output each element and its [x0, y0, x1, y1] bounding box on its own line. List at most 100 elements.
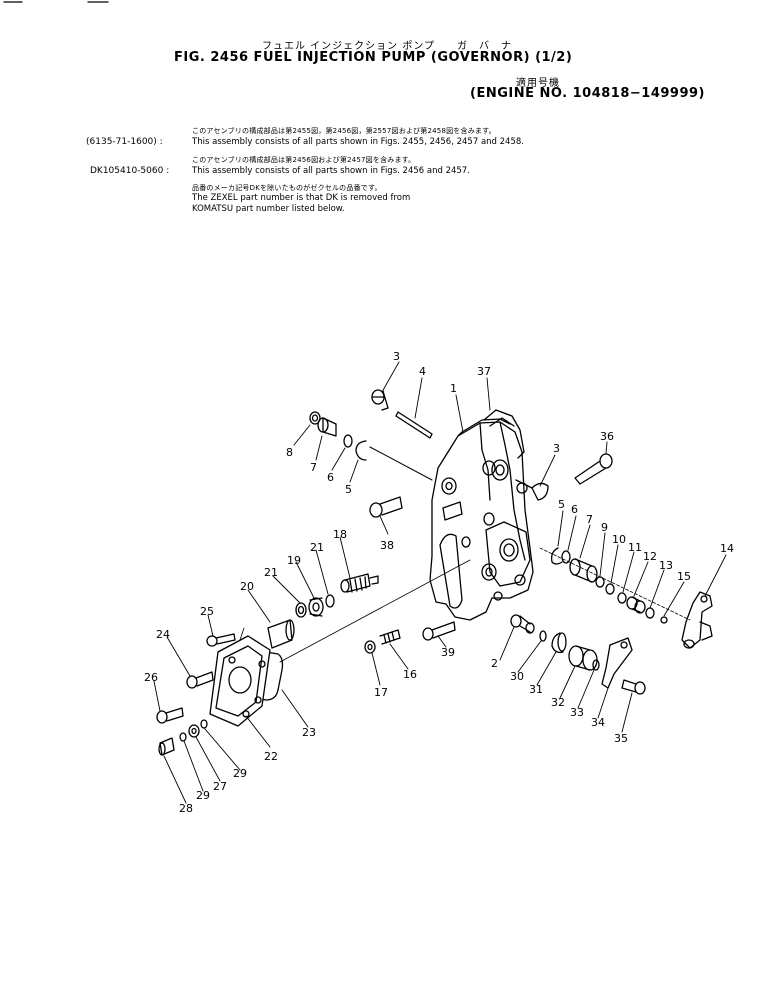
nut-19 — [308, 597, 324, 617]
applicable-label-japanese: 適用号機 — [516, 78, 560, 89]
callout-7-right: 7 — [586, 513, 593, 526]
fitting-7 — [317, 417, 337, 437]
clip-5-right — [550, 547, 563, 565]
callout-31: 31 — [529, 683, 543, 696]
lever-14 — [681, 591, 713, 649]
title-japanese: フュエル インジェクション ポンプ ガ バ ナ — [262, 41, 513, 52]
bolt-35 — [621, 679, 646, 695]
callout-32: 32 — [551, 696, 565, 709]
figure-title: FIG. 2456 FUEL INJECTION PUMP (GOVERNOR)… — [174, 50, 573, 65]
washer-10 — [605, 583, 615, 595]
callout-8: 8 — [286, 446, 293, 459]
callout-9: 9 — [601, 521, 608, 534]
callout-26: 26 — [144, 671, 158, 684]
o-ring-15 — [660, 616, 668, 624]
nut-27 — [188, 724, 200, 738]
clip-31 — [551, 632, 567, 654]
plug-8 — [309, 411, 321, 425]
bolt-26 — [156, 707, 184, 724]
note-1-part-code: (6135-71-1600) : — [86, 137, 163, 147]
nut-17 — [364, 640, 376, 654]
washer-29-lower — [179, 732, 187, 742]
callout-23: 23 — [302, 726, 316, 739]
callout-2: 2 — [491, 657, 498, 670]
washer-6-right — [561, 550, 571, 564]
callout-6-right: 6 — [571, 503, 578, 516]
note-1-japanese: このアセンブリの構成部品は第2455図，第2456図，第2557図および第245… — [192, 127, 496, 135]
clip-5 — [355, 440, 367, 461]
bolt-25 — [206, 633, 236, 647]
callout-39: 39 — [441, 646, 455, 659]
callout-19: 19 — [287, 554, 301, 567]
note-1-text: This assembly consists of all parts show… — [192, 137, 524, 147]
bolt-24 — [186, 671, 214, 689]
bolt-38 — [369, 496, 403, 518]
note-3-text: The ZEXEL part number is that DK is remo… — [192, 193, 411, 214]
engine-range: (ENGINE NO. 104818−149999) — [470, 86, 705, 101]
callout-28: 28 — [179, 802, 193, 815]
callout-38: 38 — [380, 539, 394, 552]
callout-30: 30 — [510, 670, 524, 683]
ring-11 — [617, 592, 627, 604]
callout-4: 4 — [419, 365, 426, 378]
fitting-2 — [510, 614, 535, 634]
callout-18: 18 — [333, 528, 347, 541]
callout-33: 33 — [570, 706, 584, 719]
plug-28 — [158, 737, 175, 756]
washer-29-upper — [200, 719, 208, 729]
callout-35: 35 — [614, 732, 628, 745]
callout-3-top: 3 — [393, 350, 400, 363]
callout-17: 17 — [374, 686, 388, 699]
governor-housing — [429, 409, 534, 621]
callout-1: 1 — [450, 382, 457, 395]
callout-34: 34 — [591, 716, 605, 729]
callout-5-right: 5 — [558, 498, 565, 511]
bolt-3-right — [515, 479, 549, 501]
callout-10: 10 — [612, 533, 626, 546]
adjusting-screw-18 — [340, 573, 379, 593]
callout-11: 11 — [628, 541, 642, 554]
callout-14: 14 — [720, 542, 734, 555]
stud-16 — [379, 629, 401, 645]
bolt-3-top — [371, 389, 389, 411]
callout-6-left: 6 — [327, 471, 334, 484]
cover-22 — [209, 635, 271, 727]
callout-27: 27 — [213, 780, 227, 793]
callout-12: 12 — [643, 550, 657, 563]
callout-37: 37 — [477, 365, 491, 378]
bushing-12 — [626, 596, 646, 614]
washer-9 — [595, 576, 605, 588]
callout-21-upper: 21 — [310, 541, 324, 554]
callout-24: 24 — [156, 628, 170, 641]
note-2-part-code: DK105410-5060 : — [90, 166, 170, 176]
note-2-japanese: このアセンブリの構成部品は第2456図および第2457図を含みます。 — [192, 156, 416, 164]
callout-36: 36 — [600, 430, 614, 443]
callout-29-upper: 29 — [233, 767, 247, 780]
sleeve-7-right — [569, 558, 598, 583]
bolt-36 — [574, 453, 613, 485]
callout-29-lower: 29 — [196, 789, 210, 802]
washer-33 — [592, 659, 600, 671]
washer-30 — [539, 630, 547, 642]
bolt-39 — [422, 621, 456, 641]
washer-21-lower — [295, 602, 307, 618]
callout-7-left: 7 — [310, 461, 317, 474]
callout-16: 16 — [403, 668, 417, 681]
note-3-japanese: 品番のメーカ記号DKを除いたものがゼクセルの品番です。 — [192, 184, 382, 192]
callout-15: 15 — [677, 570, 691, 583]
callout-5-left: 5 — [345, 483, 352, 496]
callout-13: 13 — [659, 559, 673, 572]
callout-22: 22 — [264, 750, 278, 763]
cap-nut-20 — [267, 619, 295, 649]
pin-4 — [395, 411, 433, 439]
washer-6 — [343, 434, 353, 448]
callout-20: 20 — [240, 580, 254, 593]
note-2-text: This assembly consists of all parts show… — [192, 166, 470, 176]
callout-25: 25 — [200, 605, 214, 618]
washer-21-upper — [325, 594, 335, 608]
callout-3-right: 3 — [553, 442, 560, 455]
callout-21-lower: 21 — [264, 566, 278, 579]
washer-13 — [645, 607, 655, 619]
lever-34 — [601, 637, 633, 689]
